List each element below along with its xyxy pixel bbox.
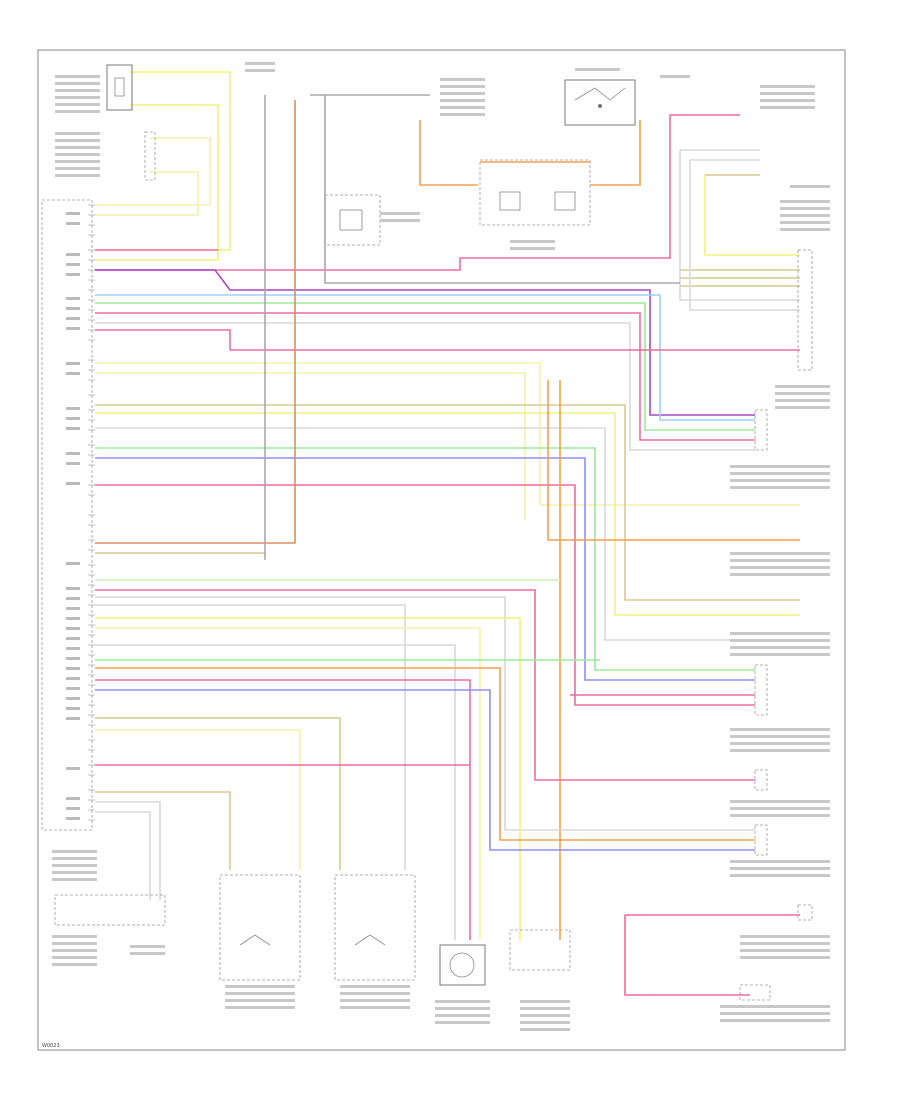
right-connector-6 (797, 904, 813, 921)
footer-code: W0023 (42, 1043, 60, 1049)
spiral-cable-box (439, 944, 486, 986)
spiral-cable-coil (449, 952, 475, 978)
left-front-impact-sensor (219, 874, 301, 981)
module-pin-marks (66, 212, 80, 820)
seat-position-sensor-box (479, 159, 591, 226)
center-sensor-box (324, 194, 381, 246)
center-sensor-inner (339, 209, 363, 231)
bottom-left-connector (54, 894, 166, 926)
ignition-switch-contact (574, 87, 626, 101)
right-connector-2 (754, 409, 768, 451)
right-connector-7 (739, 984, 771, 1001)
pretensioner-box (144, 131, 156, 181)
module-pin-ticks (88, 204, 95, 821)
top-left-sensor-inner (114, 77, 125, 97)
top-left-sensor-box (106, 64, 133, 111)
right-front-impact-sensor (334, 874, 416, 981)
right-connector-1 (797, 249, 813, 371)
switch-pivot (598, 104, 602, 108)
right-front-sensor-contact (354, 934, 386, 946)
sensor-inner-left (499, 191, 521, 211)
right-connector-5 (754, 824, 768, 856)
illegible-labels (52, 62, 830, 1031)
control-module-box (41, 199, 93, 831)
left-front-sensor-contact (239, 934, 271, 946)
right-connector-4 (754, 769, 768, 791)
ignition-switch-box (564, 79, 636, 126)
diagram-frame (37, 49, 846, 1051)
right-connector-3 (754, 664, 768, 716)
sensor-inner-right (554, 191, 576, 211)
wires (95, 71, 800, 996)
passenger-airbag-box (509, 929, 571, 971)
